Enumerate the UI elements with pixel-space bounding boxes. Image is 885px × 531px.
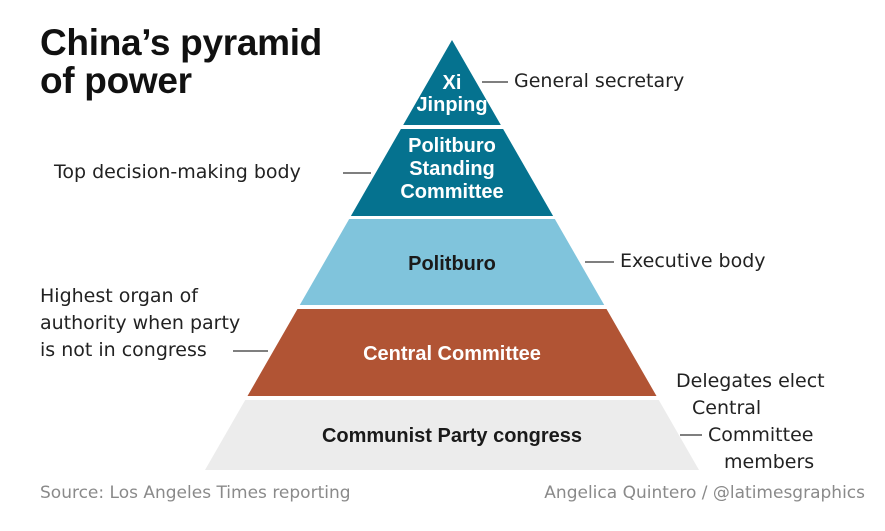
annotation-highest-organ-line-3: is not in congress <box>40 339 207 361</box>
annotation-highest-organ-line-2: authority when party <box>40 312 241 334</box>
annotation-delegates-line-3: Committee <box>708 424 814 446</box>
title-line-1: China’s pyramid <box>40 22 322 63</box>
tier-label-line: Communist Party congress <box>322 425 582 447</box>
tier-label-politburo: Politburo <box>408 253 496 275</box>
tier-label-line: Central Committee <box>363 343 541 365</box>
annotation-general-secretary: General secretary <box>514 70 685 92</box>
annotation-delegates-line-2: Central <box>692 397 762 419</box>
annotation-executive-body: Executive body <box>620 250 766 272</box>
tier-label-line: Xi <box>443 72 462 94</box>
annotation-connectors <box>233 81 702 436</box>
tier-label-party-congress: Communist Party congress <box>322 425 582 447</box>
annotation-highest-organ: Highest organ of authority when party is… <box>40 283 240 364</box>
annotation-delegates-line-4: members <box>724 451 815 473</box>
tier-party-congress <box>205 400 699 470</box>
tier-label-line: Committee <box>400 181 503 203</box>
tier-politburo <box>299 219 605 305</box>
tier-label-central-committee: Central Committee <box>363 343 541 365</box>
tier-label-line: Politburo <box>408 135 496 157</box>
page-title: China’s pyramid of power <box>40 24 360 100</box>
tier-central-committee <box>247 309 657 396</box>
title-line-2: of power <box>40 60 192 101</box>
annotation-top-decision-making-body: Top decision-making body <box>54 161 301 183</box>
tier-general-secretary <box>403 40 501 125</box>
credit-line: Angelica Quintero / @latimesgraphics <box>544 483 865 503</box>
tier-label-line: Jinping <box>416 94 487 116</box>
source-note: Source: Los Angeles Times reporting <box>40 483 351 503</box>
tier-label-line: Politburo <box>408 253 496 275</box>
annotation-delegates: Delegates elect Central Committee member… <box>676 368 825 476</box>
annotation-highest-organ-line-1: Highest organ of <box>40 285 198 307</box>
annotation-delegates-line-1: Delegates elect <box>676 370 825 392</box>
tier-standing-committee <box>350 129 554 216</box>
tier-label-line: Standing <box>409 158 495 180</box>
